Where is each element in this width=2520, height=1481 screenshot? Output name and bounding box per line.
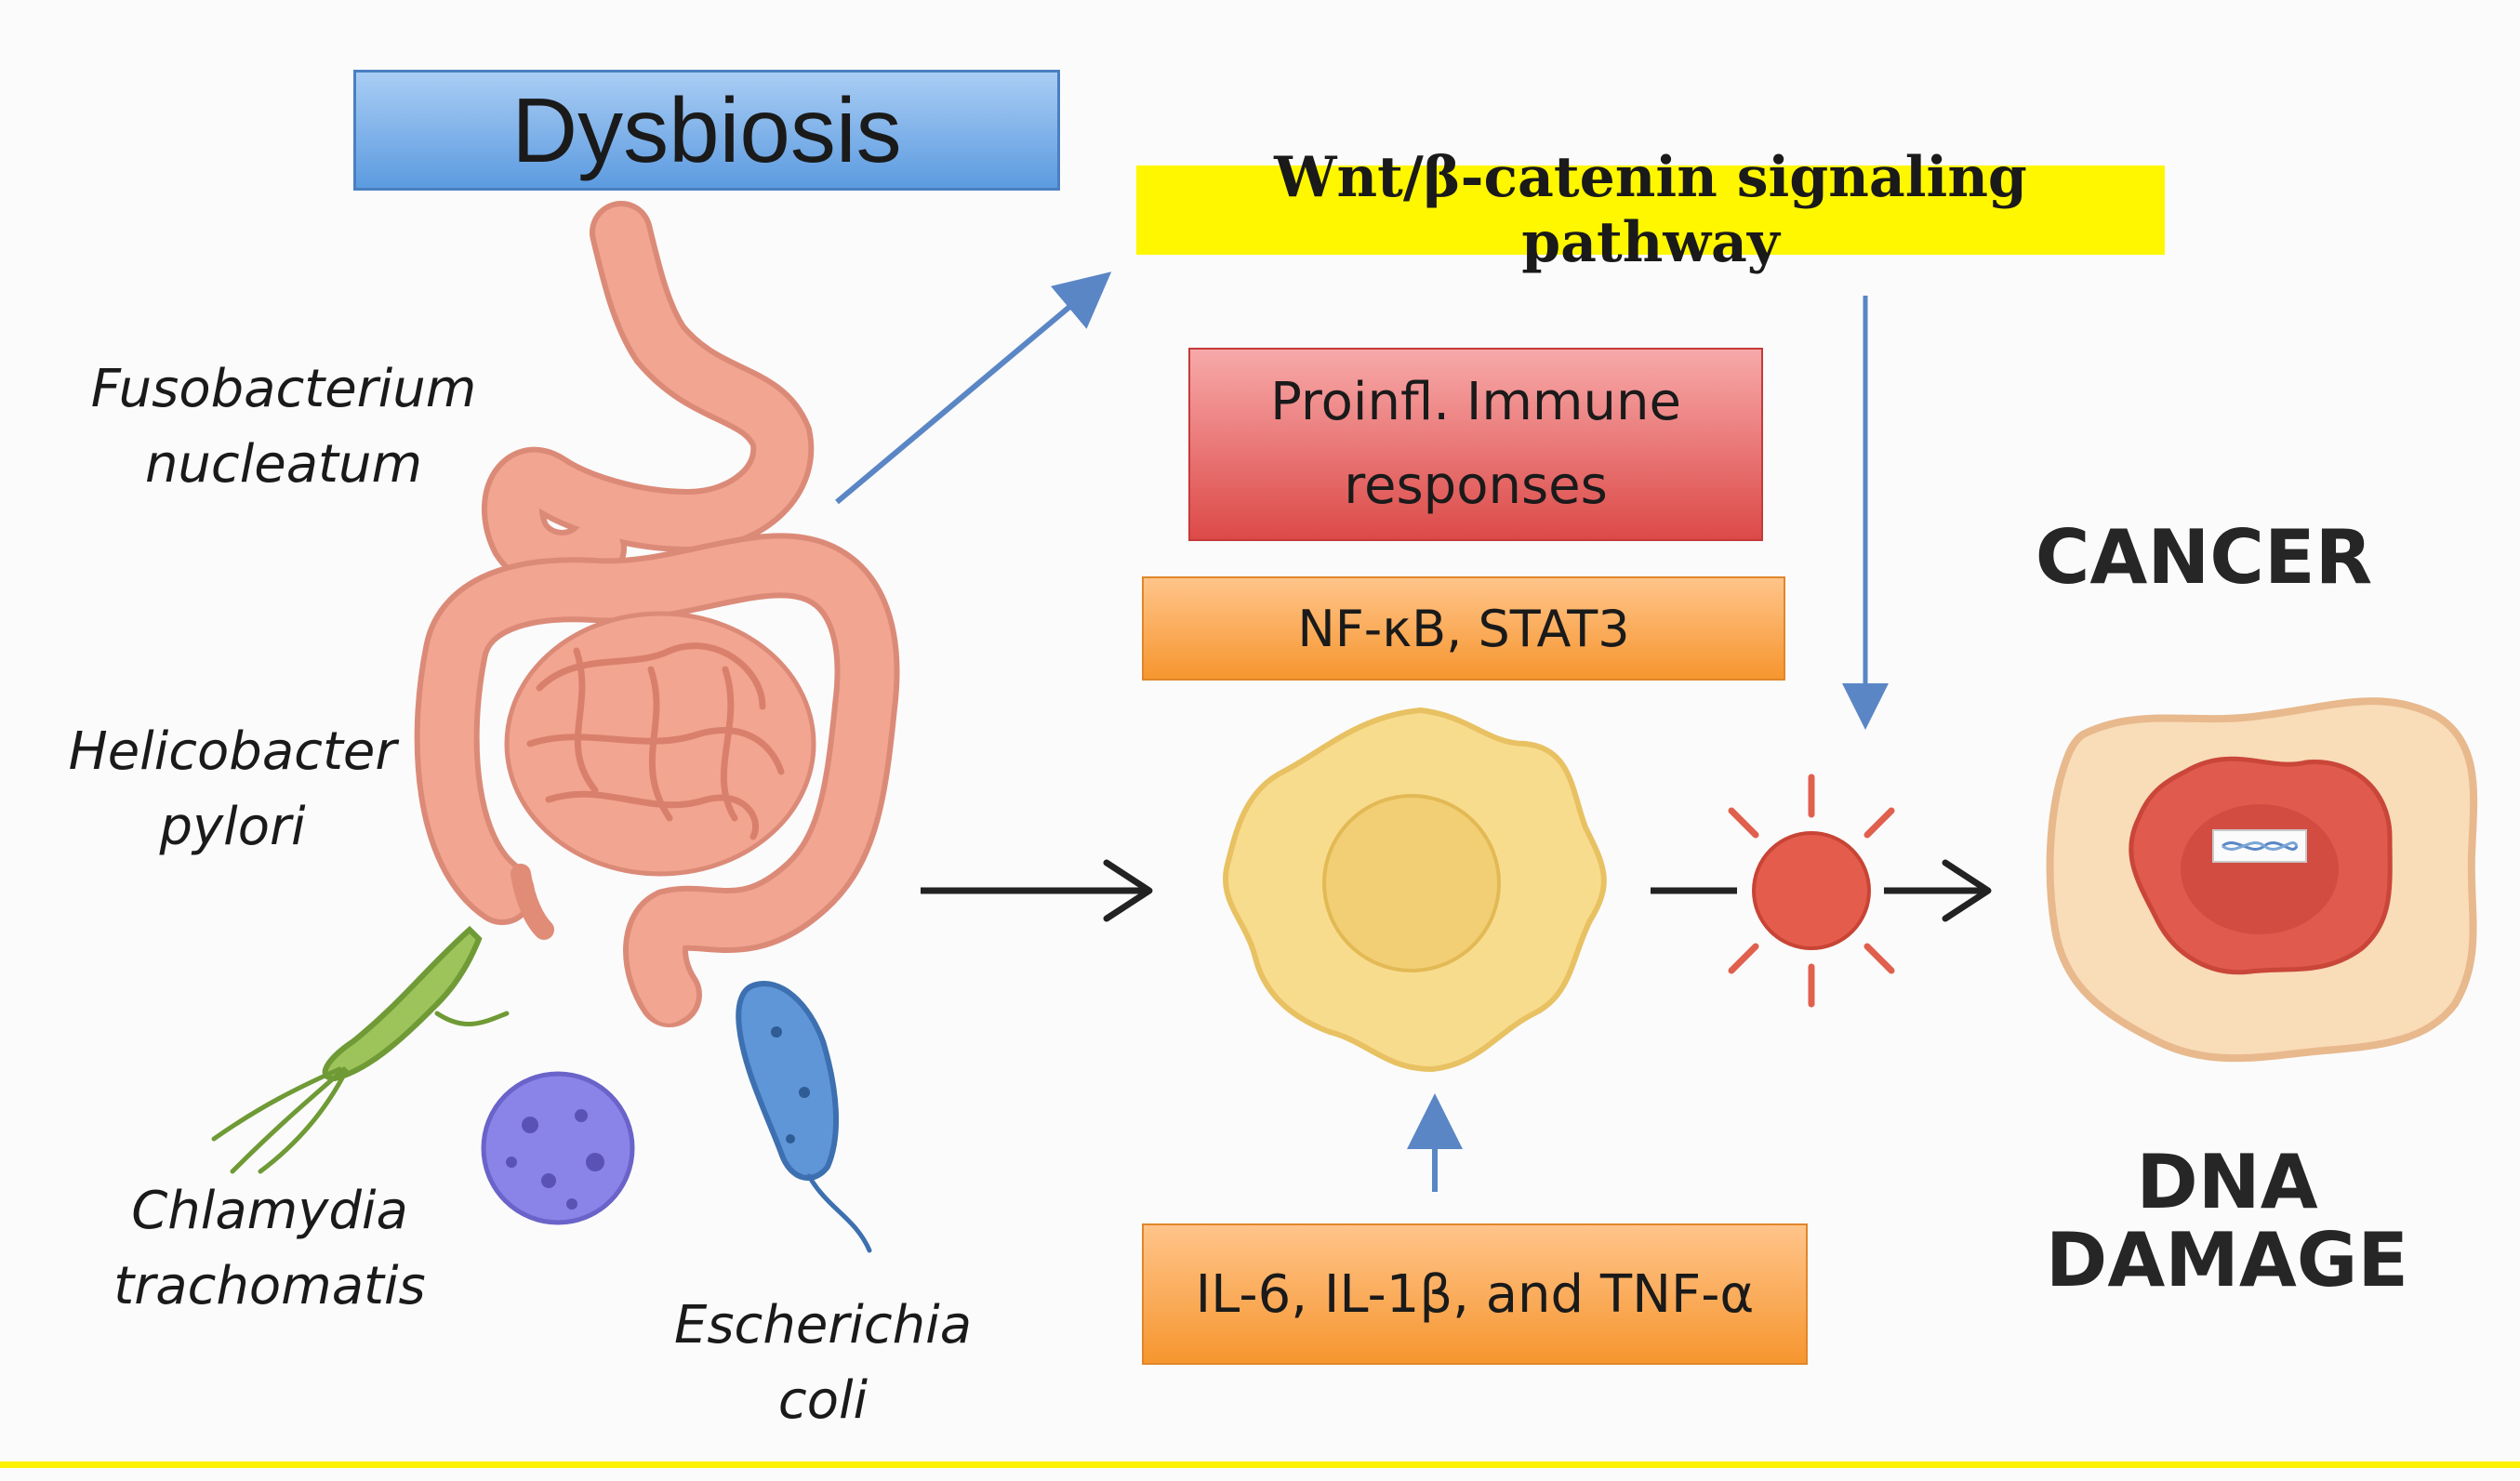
immune-cell-icon: [1223, 707, 1607, 1073]
gut-icon: [414, 201, 900, 1027]
label-chlamydia-line1: Chlamydia: [131, 1181, 408, 1241]
label-fusobacterium: Fusobacterium nucleatum: [74, 351, 493, 502]
label-fusobacterium-line1: Fusobacterium: [90, 359, 477, 419]
arrow-burst-to-cancer: [1884, 859, 1992, 922]
immune-response-box: Proinfl. Immune responses: [1188, 348, 1763, 541]
cancer-cell-icon: [2046, 697, 2478, 1063]
label-escherichia-line2: coli: [777, 1370, 869, 1432]
dna-damage-line1: DNA: [2136, 1139, 2318, 1225]
bottom-divider: [0, 1461, 2520, 1468]
wnt-pathway-label: Wnt/β-catenin signaling pathway: [1136, 145, 2165, 275]
coccus-icon: [481, 1071, 635, 1225]
dna-icon: [2212, 829, 2307, 863]
transcription-factors-text: NF-κB, STAT3: [1297, 599, 1630, 658]
label-escherichia: Escherichia coli: [651, 1288, 995, 1438]
transcription-factors-box: NF-κB, STAT3: [1142, 576, 1785, 681]
label-chlamydia-line2: trachomatis: [113, 1256, 426, 1317]
arrow-gut-to-cell: [921, 859, 1153, 922]
cytokines-box: IL-6, IL-1β, and TNF-α: [1142, 1223, 1808, 1365]
dysbiosis-box: Dysbiosis: [353, 70, 1060, 191]
cancer-label: CANCER: [2035, 514, 2373, 601]
label-helicobacter-line1: Helicobacter: [68, 721, 397, 782]
dna-damage-label: DNA DAMAGE: [2018, 1144, 2436, 1300]
label-fusobacterium-line2: nucleatum: [144, 434, 423, 496]
immune-response-text: Proinfl. Immune responses: [1270, 372, 1681, 516]
helicobacter-icon: [211, 925, 510, 1174]
dysbiosis-title: Dysbiosis: [511, 78, 902, 181]
label-escherichia-line1: Escherichia: [673, 1295, 973, 1355]
cytokines-text: IL-6, IL-1β, and TNF-α: [1195, 1263, 1755, 1325]
ecoli-icon: [736, 981, 872, 1253]
label-helicobacter-line2: pylori: [159, 797, 306, 858]
label-helicobacter: Helicobacter pylori: [46, 714, 418, 865]
dna-damage-line2: DAMAGE: [2045, 1217, 2409, 1303]
label-chlamydia: Chlamydia trachomatis: [84, 1173, 456, 1324]
cytokine-burst-icon: [1728, 774, 1895, 1008]
wnt-pathway-text: Wnt/β-catenin signaling pathway: [1274, 145, 2027, 275]
arrow-gut-to-pathway: [835, 271, 1112, 505]
